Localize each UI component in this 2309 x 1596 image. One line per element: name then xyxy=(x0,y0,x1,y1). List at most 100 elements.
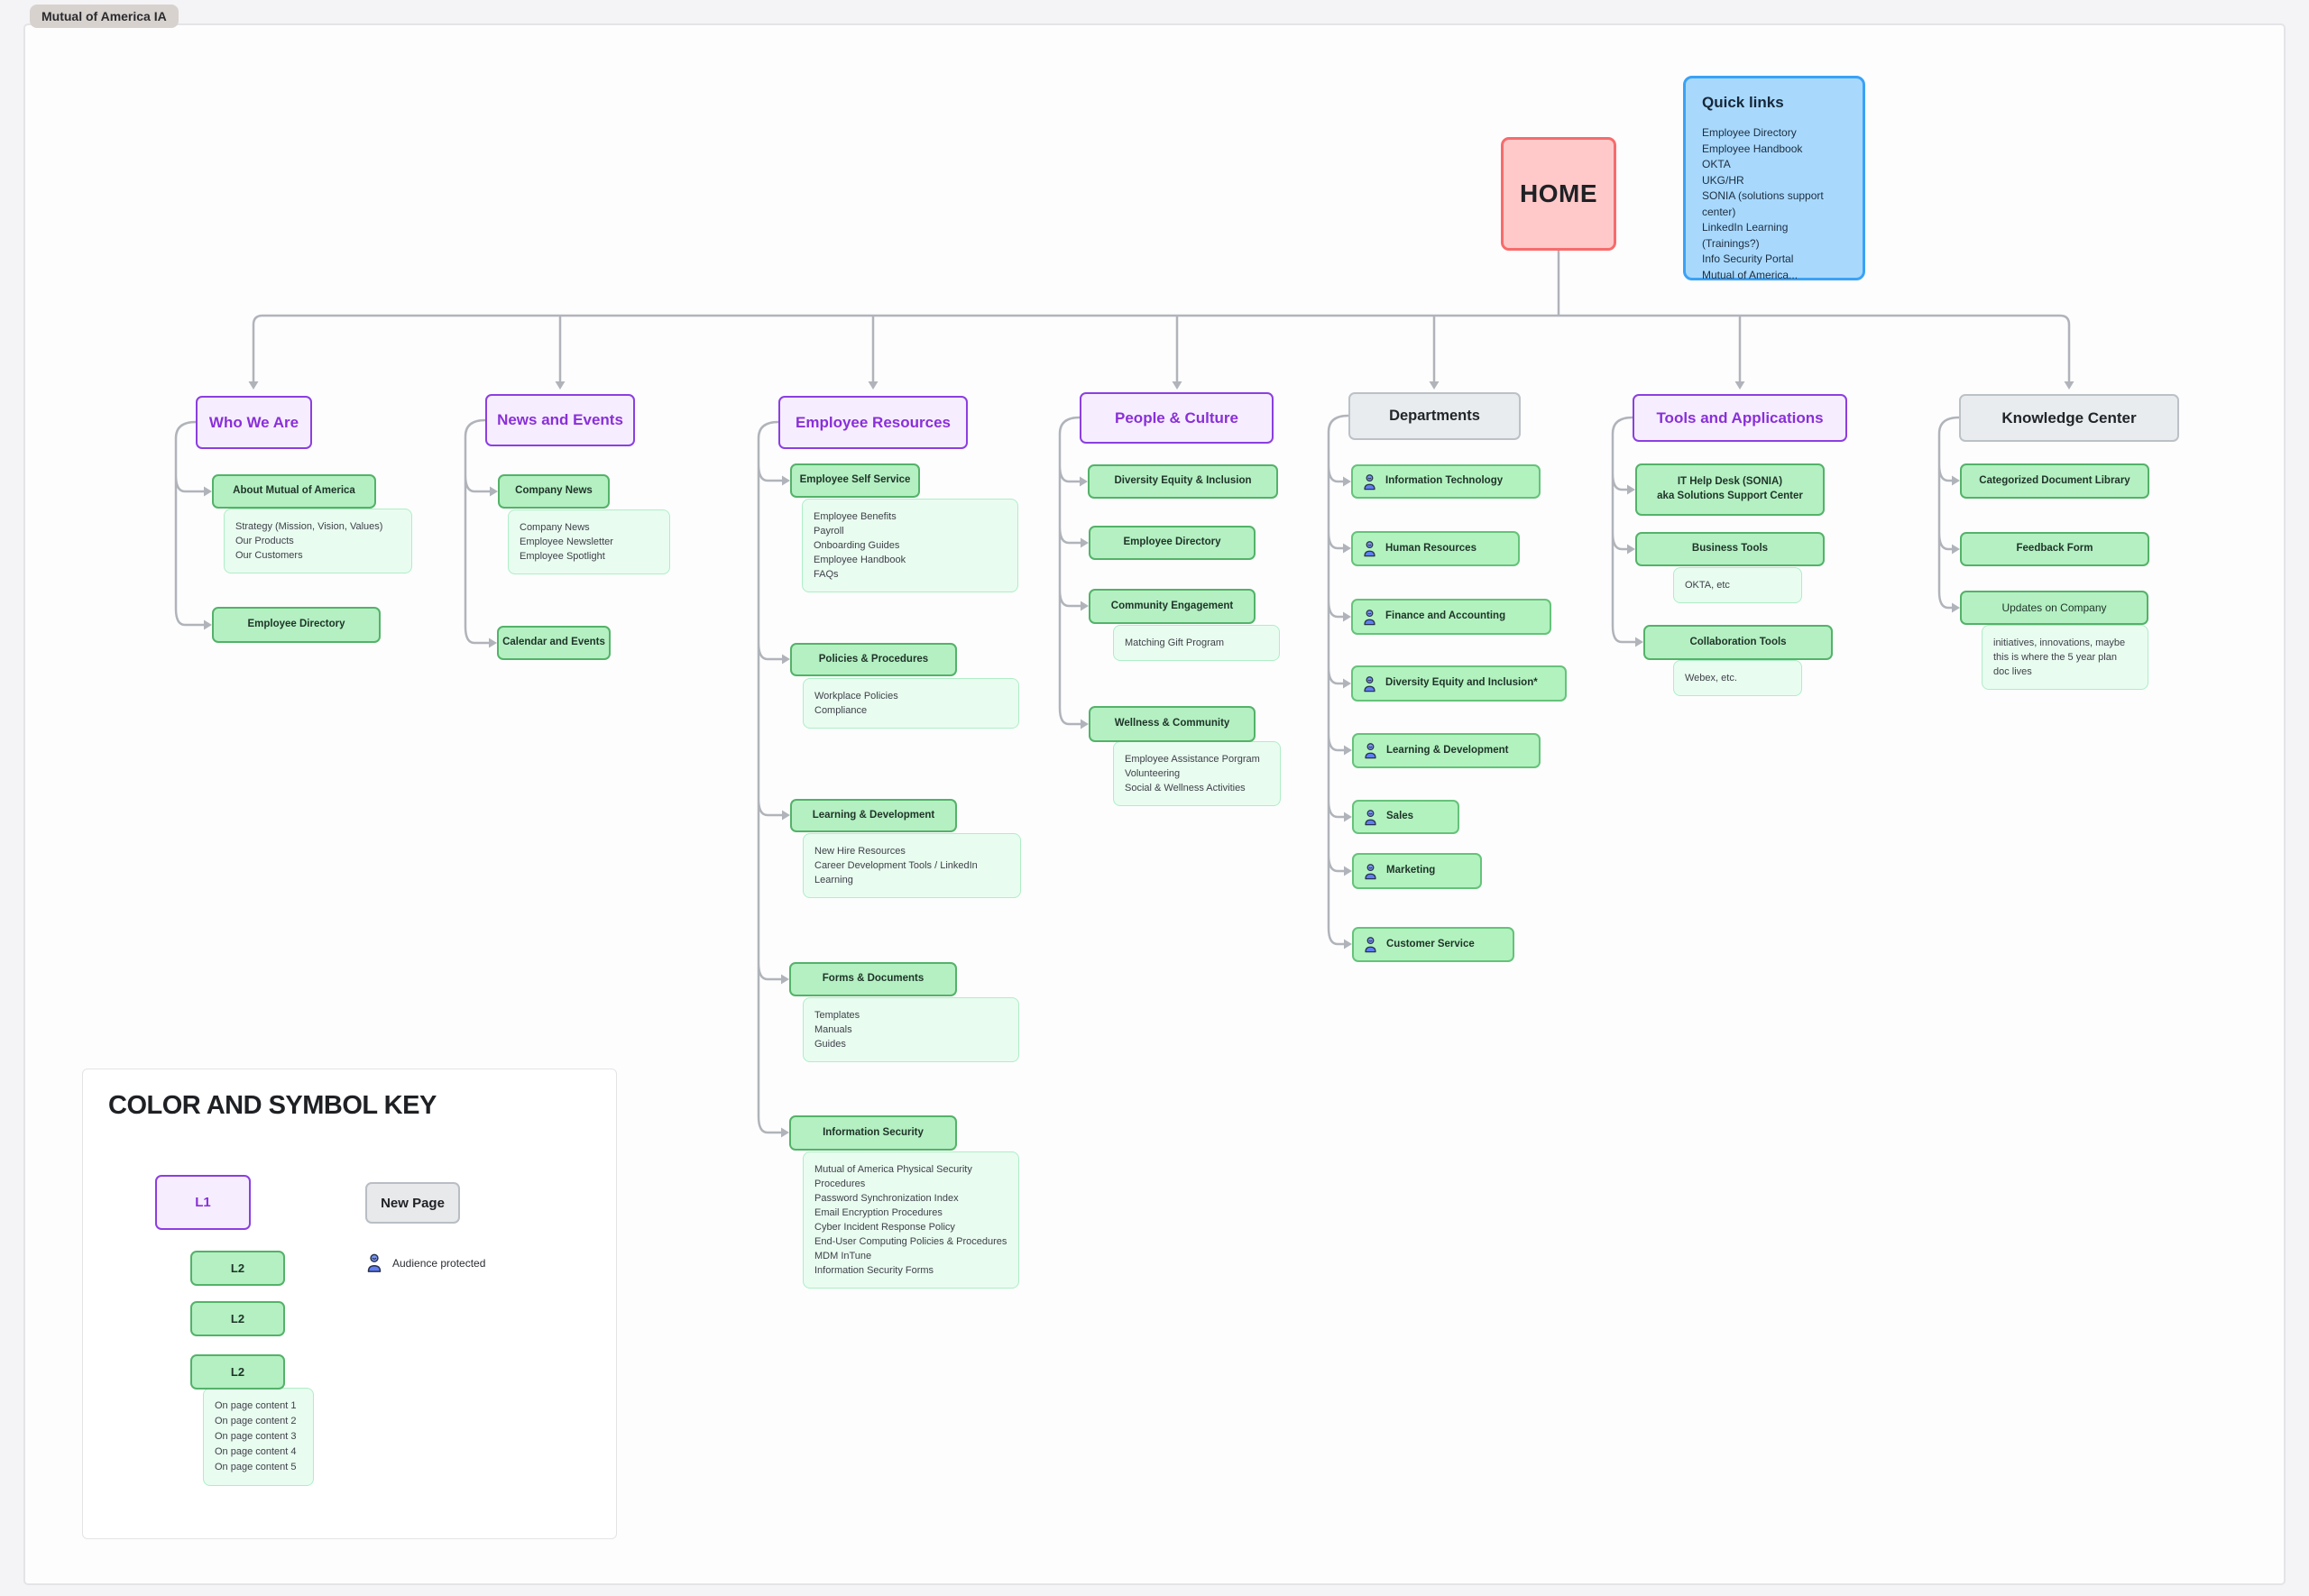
content-policies-procedures[interactable]: Workplace Policies Compliance xyxy=(803,678,1019,729)
l2-feedback-form[interactable]: Feedback Form xyxy=(1960,532,2149,566)
quick-links-note[interactable]: Quick links Employee Directory Employee … xyxy=(1683,76,1865,281)
key-l1-label: L1 xyxy=(195,1195,211,1210)
l2-label: Information Technology xyxy=(1385,475,1504,487)
key-l2-label: L2 xyxy=(230,1364,245,1379)
content-updates-on-company[interactable]: initiatives, innovations, maybe this is … xyxy=(1982,625,2148,690)
l1-label: News and Events xyxy=(497,411,623,428)
l2-policies-procedures[interactable]: Policies & Procedures xyxy=(790,643,957,676)
l2-label: Diversity Equity and Inclusion* xyxy=(1385,677,1538,689)
l2-calendar-and-events[interactable]: Calendar and Events xyxy=(497,626,611,660)
l2-label: Finance and Accounting xyxy=(1385,610,1506,622)
l2-dept-human-resources[interactable]: Human Resources xyxy=(1351,531,1520,566)
l2-label: About Mutual of America xyxy=(233,485,355,497)
key-title: COLOR AND SYMBOL KEY xyxy=(108,1091,437,1120)
l1-label: Employee Resources xyxy=(796,413,951,431)
l2-label: Human Resources xyxy=(1385,542,1476,554)
content-information-security[interactable]: Mutual of America Physical Security Proc… xyxy=(803,1151,1019,1289)
person-icon xyxy=(365,1252,383,1273)
l2-information-security[interactable]: Information Security xyxy=(789,1115,957,1151)
person-icon xyxy=(1362,609,1377,626)
l2-label: IT Help Desk (SONIA) aka Solutions Suppo… xyxy=(1657,476,1803,501)
l1-label: Tools and Applications xyxy=(1656,408,1824,427)
key-on-page-content-sample[interactable]: On page content 1 On page content 2 On p… xyxy=(203,1388,314,1486)
key-l2-label: L2 xyxy=(230,1261,245,1275)
l2-community-engagement[interactable]: Community Engagement xyxy=(1089,589,1256,624)
l2-wellness-community[interactable]: Wellness & Community xyxy=(1089,706,1256,742)
l2-collaboration-tools[interactable]: Collaboration Tools xyxy=(1643,625,1833,660)
l2-categorized-document-library[interactable]: Categorized Document Library xyxy=(1960,463,2149,499)
l2-employee-directory-pc[interactable]: Employee Directory xyxy=(1089,526,1256,560)
l2-label: Business Tools xyxy=(1691,543,1769,555)
content-wellness-community[interactable]: Employee Assistance Porgram Volunteering… xyxy=(1113,741,1281,806)
l2-dept-sales[interactable]: Sales xyxy=(1352,800,1459,834)
l2-label: Sales xyxy=(1386,811,1414,822)
l2-employee-self-service[interactable]: Employee Self Service xyxy=(790,463,920,498)
l2-label: Company News xyxy=(515,485,593,497)
content-learning-development[interactable]: New Hire Resources Career Development To… xyxy=(803,833,1021,898)
l2-business-tools[interactable]: Business Tools xyxy=(1635,532,1825,566)
content-employee-self-service[interactable]: Employee Benefits Payroll Onboarding Gui… xyxy=(802,499,1018,592)
color-symbol-key-panel xyxy=(82,1069,617,1539)
l2-updates-on-company[interactable]: Updates on Company xyxy=(1960,591,2148,625)
l1-departments[interactable]: Departments xyxy=(1348,392,1521,440)
l2-it-help-desk[interactable]: IT Help Desk (SONIA) aka Solutions Suppo… xyxy=(1635,463,1825,516)
l2-employee-directory[interactable]: Employee Directory xyxy=(212,607,381,643)
l1-label: Knowledge Center xyxy=(2001,408,2137,427)
key-l2-label: L2 xyxy=(230,1311,245,1325)
l2-label: Employee Directory xyxy=(247,619,345,630)
l2-company-news[interactable]: Company News xyxy=(498,474,610,509)
key-l1-sample[interactable]: L1 xyxy=(155,1175,251,1230)
l2-dept-information-technology[interactable]: Information Technology xyxy=(1351,464,1541,499)
content-community-engagement[interactable]: Matching Gift Program xyxy=(1113,625,1280,661)
l2-about-mutual-of-america[interactable]: About Mutual of America xyxy=(212,474,376,509)
l2-label: Diversity Equity & Inclusion xyxy=(1114,475,1252,487)
l1-label: People & Culture xyxy=(1115,408,1238,427)
home-label: HOME xyxy=(1520,179,1597,207)
l2-label: Feedback Form xyxy=(2016,543,2093,555)
l2-diversity-equity-inclusion[interactable]: Diversity Equity & Inclusion xyxy=(1088,464,1278,499)
l1-knowledge-center[interactable]: Knowledge Center xyxy=(1959,394,2179,442)
l2-dept-diversity-equity-inclusion[interactable]: Diversity Equity and Inclusion* xyxy=(1351,665,1567,702)
key-audience-protected: Audience protected xyxy=(365,1252,485,1273)
key-l2-sample-1[interactable]: L2 xyxy=(190,1251,285,1286)
person-icon xyxy=(1362,540,1377,557)
content-forms-documents[interactable]: Templates Manuals Guides xyxy=(803,997,1019,1062)
key-l2-sample-2[interactable]: L2 xyxy=(190,1301,285,1336)
key-l2-sample-3[interactable]: L2 xyxy=(190,1354,285,1390)
l2-learning-development[interactable]: Learning & Development xyxy=(790,799,957,832)
l2-label: Forms & Documents xyxy=(822,973,925,985)
l2-label: Learning & Development xyxy=(812,809,935,821)
l2-label: Community Engagement xyxy=(1110,600,1234,611)
l2-label: Categorized Document Library xyxy=(1979,474,2130,486)
person-icon xyxy=(1363,936,1378,953)
l1-news-and-events[interactable]: News and Events xyxy=(485,394,635,446)
person-icon xyxy=(1362,675,1377,693)
key-new-page-label: New Page xyxy=(381,1195,445,1211)
person-icon xyxy=(1363,809,1378,826)
content-collaboration-tools[interactable]: Webex, etc. xyxy=(1673,660,1802,696)
l2-label: Policies & Procedures xyxy=(818,653,929,665)
content-about-mutual-of-america[interactable]: Strategy (Mission, Vision, Values) Our P… xyxy=(224,509,412,573)
l2-label: Information Security xyxy=(823,1126,924,1138)
content-business-tools[interactable]: OKTA, etc xyxy=(1673,567,1802,603)
l2-forms-documents[interactable]: Forms & Documents xyxy=(789,962,957,996)
l1-label: Departments xyxy=(1389,408,1480,424)
key-new-page-sample[interactable]: New Page xyxy=(365,1182,460,1224)
l2-dept-customer-service[interactable]: Customer Service xyxy=(1352,927,1514,962)
frame-label[interactable]: Mutual of America IA xyxy=(30,5,179,28)
quick-links-title: Quick links xyxy=(1702,94,1784,111)
l2-dept-finance-accounting[interactable]: Finance and Accounting xyxy=(1351,599,1551,635)
l2-dept-learning-development[interactable]: Learning & Development xyxy=(1352,733,1541,768)
l1-tools-applications[interactable]: Tools and Applications xyxy=(1633,394,1847,442)
l2-dept-marketing[interactable]: Marketing xyxy=(1352,853,1482,889)
person-icon xyxy=(1362,473,1377,491)
l1-employee-resources[interactable]: Employee Resources xyxy=(778,396,968,449)
l1-who-we-are[interactable]: Who We Are xyxy=(196,396,312,449)
l1-people-culture[interactable]: People & Culture xyxy=(1080,392,1274,444)
content-company-news[interactable]: Company News Employee Newsletter Employe… xyxy=(508,509,670,574)
l1-label: Who We Are xyxy=(208,413,299,431)
person-icon xyxy=(1363,742,1378,759)
l2-label: Learning & Development xyxy=(1386,744,1509,756)
home-node[interactable]: HOME xyxy=(1501,137,1616,251)
l2-label: Collaboration Tools xyxy=(1689,636,1787,647)
